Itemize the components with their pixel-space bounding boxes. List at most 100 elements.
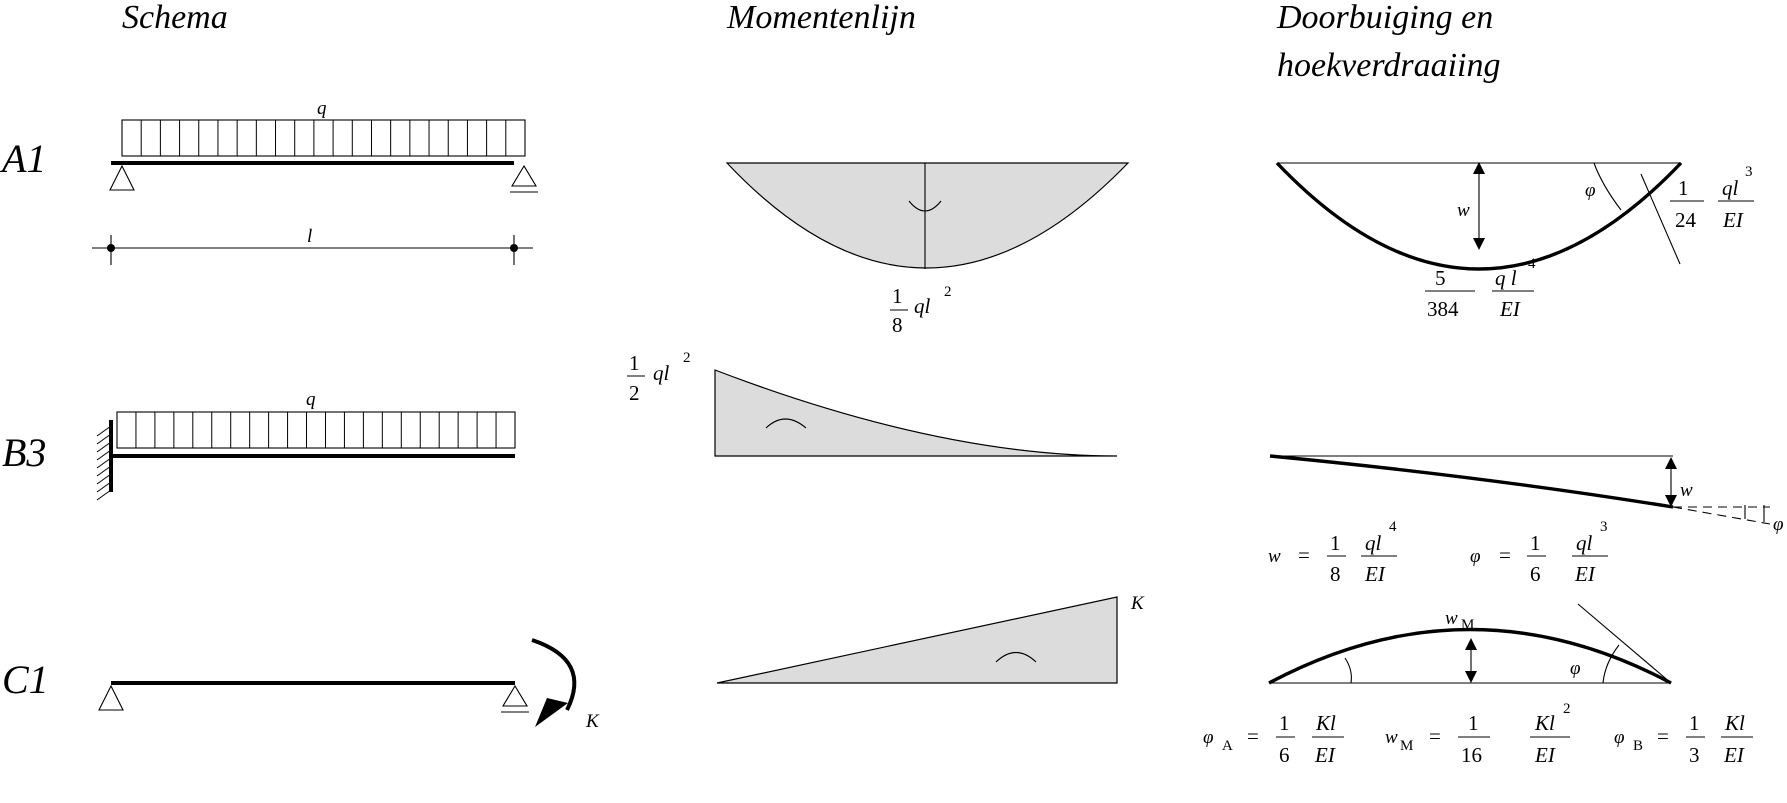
b3-phi-den: 6 [1530, 562, 1541, 586]
a1-defl-bottom: EI [1499, 297, 1521, 321]
a1-moment-area [725, 162, 1130, 269]
a1-moment-num: 1 [892, 284, 903, 308]
b3-w-num: 1 [1330, 531, 1341, 555]
c1-phiA-sub: A [1222, 738, 1233, 754]
a1-moment-expr: ql [914, 294, 931, 318]
b3-fixed-support [96, 420, 113, 501]
b3-hogging-arc-icon [765, 418, 807, 429]
c1-wM-eq: = [1429, 724, 1441, 748]
c1-pin-support-left [98, 684, 124, 711]
a1-span-label: l [307, 226, 312, 247]
a1-rot-den: 24 [1675, 208, 1697, 232]
row-label-c1: C1 [2, 657, 49, 702]
c1-moment-diagram-label: K [1130, 593, 1145, 614]
c1-wM-exp: 2 [1563, 701, 1571, 717]
c1-phiB-eq: = [1657, 724, 1669, 748]
a1-defl-top: q l [1495, 266, 1517, 290]
header-deflection-line2: hoekverdraaiing [1277, 47, 1500, 84]
a1-rot-bottom: EI [1722, 208, 1744, 232]
a1-moment-diagram: 1 8 ql 2 [725, 162, 1130, 337]
b3-phi-top: ql [1576, 531, 1593, 555]
b3-distributed-load [116, 411, 516, 449]
b3-w-top: ql [1365, 531, 1382, 555]
a1-defl-exp: 4 [1528, 256, 1536, 272]
a1-span-dimension [92, 235, 533, 265]
b3-support-hatch [96, 433, 112, 445]
a1-sagging-arc-icon [908, 200, 942, 212]
c1-right-phi-arc [1602, 644, 1620, 684]
c1-moment-area [716, 596, 1118, 684]
c1-phiB-lhs: φ [1614, 727, 1625, 748]
b3-support-hatch [96, 457, 112, 469]
a1-deflection-diagram: w φ 5 384 q l 4 EI 1 24 ql 3 EI [1275, 161, 1754, 321]
row-label-a1: A1 [0, 136, 46, 181]
b3-support-hatch [96, 481, 112, 493]
a1-defl-num: 5 [1435, 266, 1446, 290]
b3-deflection-diagram: w φ w = 1 8 ql 4 EI φ = 1 6 ql 3 EI [1268, 454, 1784, 586]
c1-applied-moment-icon [531, 638, 577, 727]
c1-phiA-num: 1 [1279, 711, 1290, 735]
b3-moment-den: 2 [629, 381, 640, 405]
c1-tangent-line [1577, 603, 1672, 684]
a1-load-label: q [317, 98, 327, 119]
a1-phi-arc [1593, 162, 1622, 211]
c1-deflection-diagram: w M φ φ A = 1 6 Kl EI w M = 1 16 Kl 2 EI… [1203, 603, 1753, 767]
b3-tangent-line [1672, 506, 1771, 525]
header-deflection-line1: Doorbuiging en [1276, 0, 1493, 36]
c1-phiA-eq: = [1247, 724, 1259, 748]
c1-phiB-top: Kl [1724, 711, 1745, 735]
c1-roller-support-right [501, 684, 529, 713]
c1-phiB-num: 1 [1689, 711, 1700, 735]
header-schema: Schema [122, 0, 228, 36]
b3-phi-num: 1 [1530, 531, 1541, 555]
c1-phiB-den: 3 [1689, 743, 1700, 767]
c1-phiA-top: Kl [1315, 711, 1336, 735]
b3-moment-num: 1 [629, 351, 640, 375]
b3-support-hatch [96, 489, 112, 501]
b3-phi-eq: = [1499, 543, 1511, 567]
c1-wM-lhs: w [1385, 727, 1398, 748]
c1-wM-bottom: EI [1534, 743, 1556, 767]
b3-moment-exp: 2 [683, 350, 691, 366]
c1-phiA-bottom: EI [1314, 743, 1336, 767]
c1-phiB-bottom: EI [1723, 743, 1745, 767]
header-momentenlijn: Momentenlijn [726, 0, 916, 36]
b3-deflected-shape [1269, 454, 1674, 509]
a1-roller-support-right [510, 164, 538, 193]
b3-phi-bottom: EI [1574, 562, 1596, 586]
b3-support-hatch [96, 473, 112, 485]
c1-phiB-sub: B [1633, 738, 1643, 754]
c1-wM-top: Kl [1534, 711, 1555, 735]
a1-rot-num: 1 [1678, 176, 1689, 200]
a1-deflected-shape [1275, 161, 1683, 271]
a1-distributed-load [121, 119, 526, 157]
c1-left-phi-arc [1344, 657, 1352, 684]
b3-moment-diagram: 1 2 ql 2 [627, 350, 1118, 457]
b3-w-label: w [1680, 480, 1693, 501]
a1-moment-den: 8 [892, 313, 903, 337]
a1-w-label: w [1457, 200, 1470, 221]
a1-phi-label: φ [1585, 180, 1596, 201]
b3-schema: q [96, 389, 516, 501]
b3-phi-exp: 3 [1600, 519, 1608, 535]
c1-phi-label: φ [1570, 658, 1581, 679]
c1-phiA-den: 6 [1279, 743, 1290, 767]
b3-moment-area [714, 369, 1118, 457]
c1-wM-num: 1 [1468, 711, 1479, 735]
b3-w-eq: = [1298, 543, 1310, 567]
a1-defl-den: 384 [1427, 297, 1459, 321]
b3-support-hatch [96, 425, 112, 437]
c1-wm-label: w [1445, 608, 1458, 629]
a1-rot-top: ql [1722, 176, 1739, 200]
c1-deflected-shape [1268, 627, 1672, 685]
c1-moment-label: K [585, 711, 600, 732]
b3-moment-expr: ql [653, 361, 670, 385]
c1-schema: K [98, 638, 600, 732]
c1-moment-diagram: K [716, 593, 1145, 684]
a1-rot-exp: 3 [1745, 164, 1753, 180]
b3-support-hatch [96, 465, 112, 477]
b3-w-bottom: EI [1364, 562, 1386, 586]
b3-w-exp: 4 [1389, 519, 1397, 535]
